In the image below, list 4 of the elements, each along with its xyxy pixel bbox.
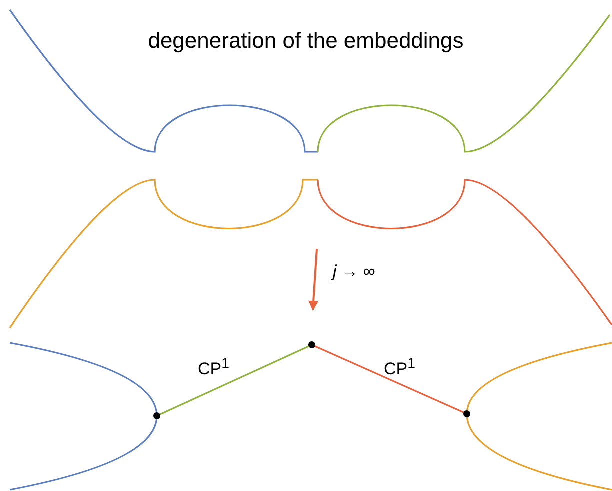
line-label: CP$^{1}$: [198, 356, 230, 380]
line-label: CP$^{1}$: [384, 356, 416, 380]
title: degeneration of the embeddings: [147, 28, 465, 54]
limit-label: j → ∞: [333, 262, 376, 282]
